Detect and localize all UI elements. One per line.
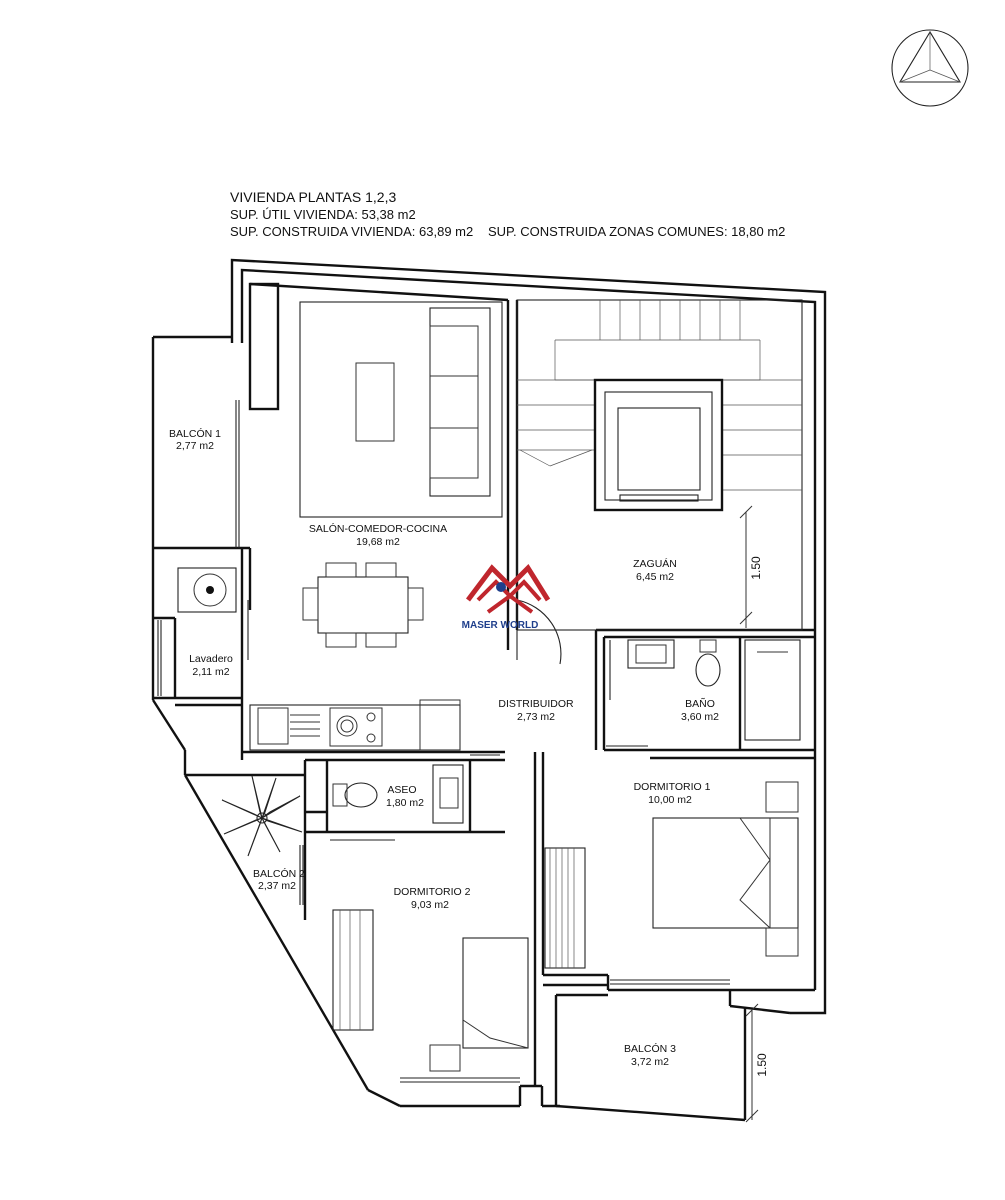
room-name-zaguan: ZAGUÁN [633, 557, 677, 570]
dimension-zaguan [739, 505, 753, 628]
interior-walls [153, 282, 815, 1122]
room-area-zaguan: 6,45 m2 [636, 571, 674, 583]
dimension-balcon3 [745, 1003, 759, 1123]
room-area-bano: 3,60 m2 [681, 711, 719, 723]
room-name-balcon3: BALCÓN 3 [624, 1042, 676, 1055]
doors [247, 599, 648, 841]
plan-title: VIVIENDA PLANTAS 1,2,3 [230, 189, 396, 205]
room-area-dormitorio1: 10,00 m2 [648, 794, 692, 806]
room-name-bano: BAÑO [685, 697, 715, 710]
dining-table [302, 562, 424, 648]
wardrobe-dorm1 [544, 847, 586, 969]
room-area-balcon1: 2,77 m2 [176, 440, 214, 452]
built-area-text: SUP. CONSTRUIDA VIVIENDA: 63,89 m2 [230, 224, 473, 239]
room-area-aseo: 1,80 m2 [386, 797, 424, 809]
room-name-balcon2: BALCÓN 2 [253, 867, 305, 880]
bed-double [652, 781, 799, 957]
room-area-dormitorio2: 9,03 m2 [411, 899, 449, 911]
exterior-walls [151, 258, 827, 1108]
bed-single [332, 909, 529, 1072]
room-area-salon: 19,68 m2 [356, 536, 400, 548]
room-name-distribuidor: DISTRIBUIDOR [498, 698, 574, 710]
dimension-label-balcon3: 1.50 [755, 1053, 769, 1077]
useful-area-text: SUP. ÚTIL VIVIENDA: 53,38 m2 [230, 207, 416, 222]
dimension-label-zaguan: 1.50 [749, 556, 763, 580]
washing-machine [177, 567, 237, 613]
room-name-dormitorio2: DORMITORIO 2 [394, 886, 471, 898]
common-area-text: SUP. CONSTRUIDA ZONAS COMUNES: 18,80 m2 [488, 224, 785, 239]
room-area-balcon3: 3,72 m2 [631, 1056, 669, 1068]
room-name-salon: SALÓN-COMEDOR-COCINA [309, 522, 447, 535]
room-area-distribuidor: 2,73 m2 [517, 711, 555, 723]
sofa [429, 307, 491, 497]
room-area-lavadero: 2,11 m2 [192, 666, 229, 678]
living-rug [299, 301, 503, 518]
windows [157, 400, 730, 1083]
bathroom-fixtures [627, 639, 801, 741]
room-area-balcon2: 2,37 m2 [258, 880, 296, 892]
room-name-aseo: ASEO [387, 784, 416, 796]
north-arrow-icon [891, 29, 969, 107]
room-name-lavadero: Lavadero [189, 653, 233, 665]
aseo-fixtures [332, 764, 464, 824]
maser-world-logo: MASER WORLD [462, 564, 551, 631]
kitchen-counter [249, 699, 461, 751]
plant-icon [221, 775, 303, 857]
room-name-dormitorio1: DORMITORIO 1 [634, 781, 711, 793]
watermark-text: MASER WORLD [462, 620, 539, 631]
room-name-balcon1: BALCÓN 1 [169, 427, 221, 440]
elevator [593, 378, 724, 512]
